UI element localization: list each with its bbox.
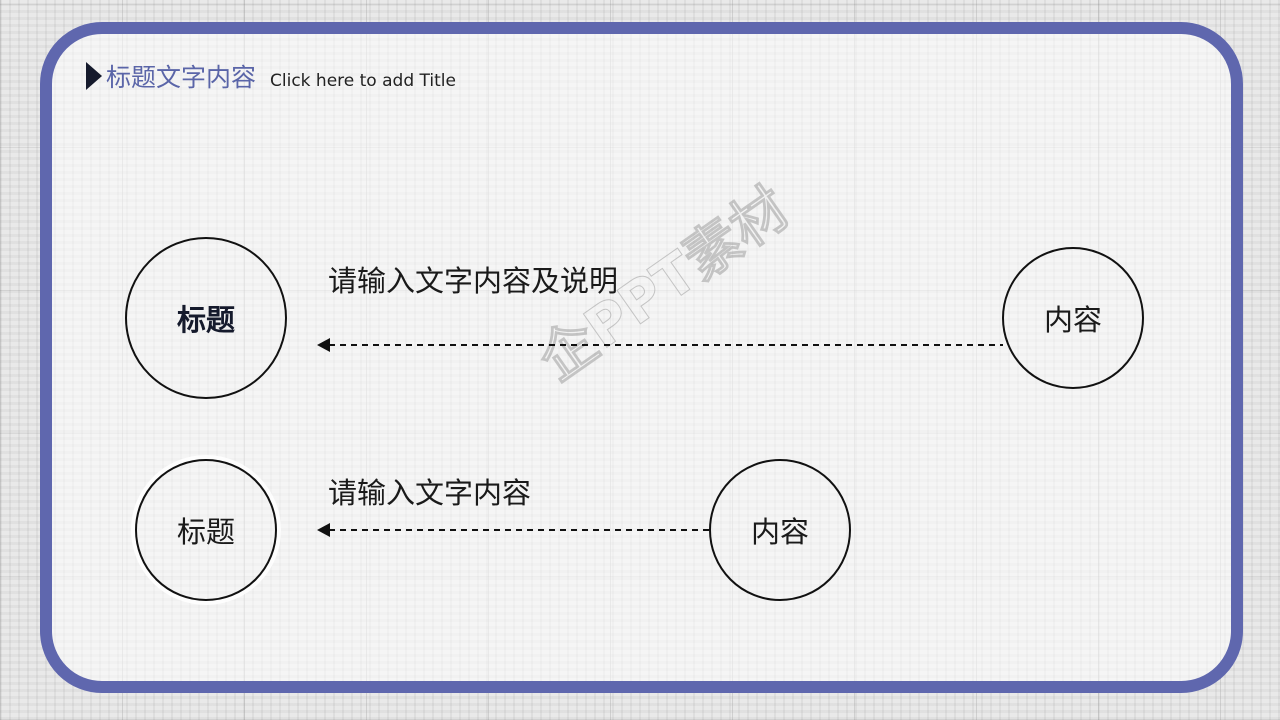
- row1-dashed-arrow: [317, 338, 1003, 352]
- slide-subtitle[interactable]: Click here to add Title: [270, 71, 456, 91]
- row1-content-circle[interactable]: 内容: [1002, 247, 1144, 389]
- arrow-left-icon: [317, 523, 330, 537]
- dashed-line: [329, 344, 1003, 346]
- row2-title-circle[interactable]: 标题: [135, 459, 277, 601]
- row2-content-circle[interactable]: 内容: [709, 459, 851, 601]
- triangle-marker-icon: [86, 62, 102, 90]
- slide-title[interactable]: 标题文字内容: [106, 63, 257, 92]
- row1-description[interactable]: 请输入文字内容及说明: [328, 264, 619, 298]
- row2-dashed-arrow: [317, 523, 709, 537]
- dashed-line: [329, 529, 709, 531]
- arrow-left-icon: [317, 338, 330, 352]
- row1-title-circle[interactable]: 标题: [125, 237, 287, 399]
- slide-title-bar: 标题文字内容 Click here to add Title: [86, 58, 456, 94]
- row2-description[interactable]: 请输入文字内容: [328, 476, 532, 510]
